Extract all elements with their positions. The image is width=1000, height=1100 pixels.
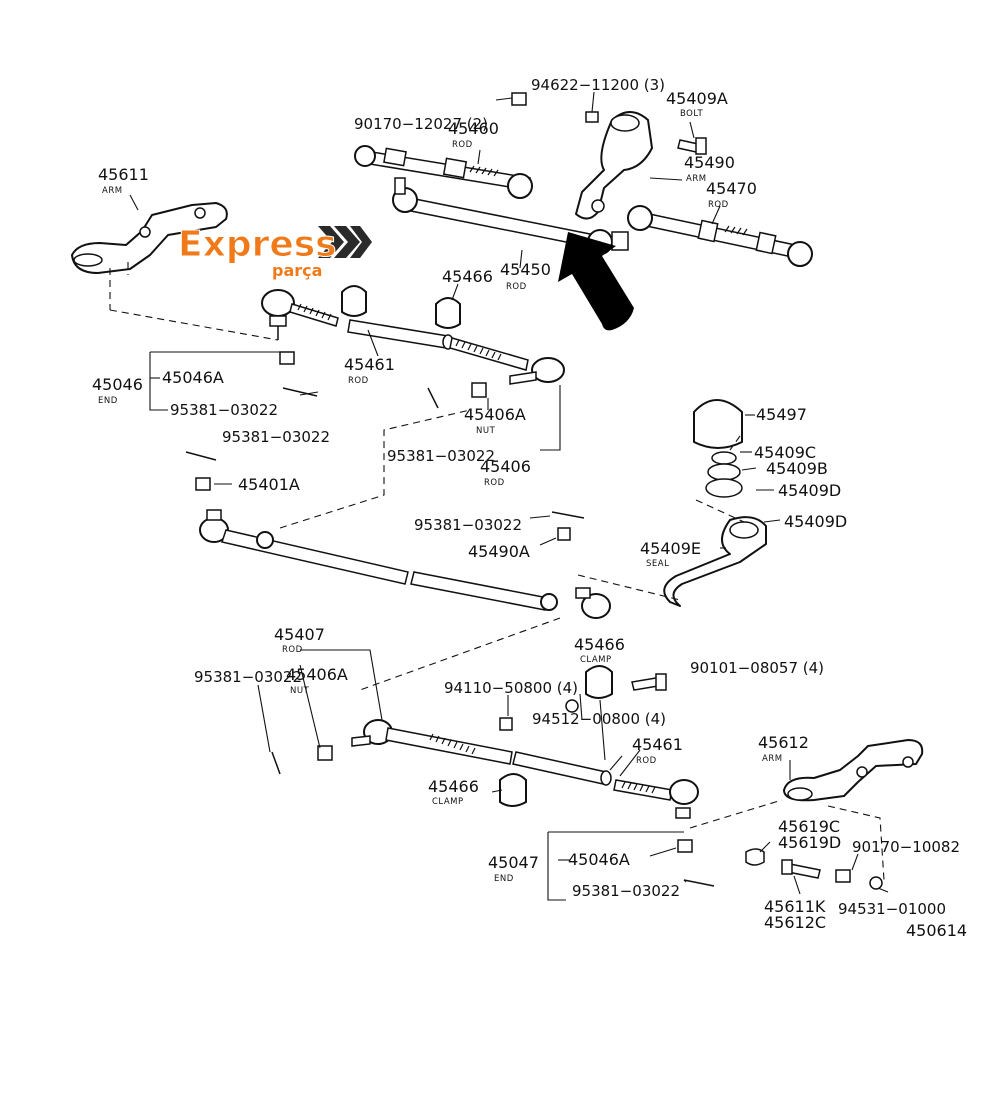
sublabel-45461-top: ROD [348,376,369,386]
knuckle-arm-45612 [745,739,924,890]
chevron-arrows-icon [318,226,372,258]
label-45409E: 45409E [640,539,701,558]
label-45409D-2: 45409D [784,512,847,531]
sublabel-45406: ROD [484,478,505,488]
sublabel-45406A-bot: NUT [290,686,310,696]
label-95381-f: 95381−03022 [572,882,680,900]
label-90170-10082: 90170−10082 [852,838,960,856]
express-parca-logo: Express parça [178,224,372,280]
label-94110-50800: 94110−50800 (4) [444,679,578,697]
sublabel-45612: ARM [762,754,783,764]
label-45409B: 45409B [766,459,828,478]
logo-text-sub: parça [272,261,322,280]
sublabel-45409E: SEAL [646,559,669,569]
sublabel-45409A: BOLT [680,109,703,119]
label-45611: 45611 [98,165,149,184]
label-94531-01000: 94531−01000 [838,900,946,918]
sublabel-45047: END [494,874,514,884]
sublabel-45406A-top: NUT [476,426,496,436]
tie-rod-end-45046 [261,289,339,397]
label-95381-e: 95381−03022 [194,668,302,686]
loose-parts-left [185,451,217,491]
label-95381-c: 95381−03022 [387,447,495,465]
label-45450: 45450 [500,260,551,279]
label-45490: 45490 [684,153,735,172]
label-45460: 45460 [448,119,499,138]
tie-rod-assembly-lower [271,665,715,887]
label-45046: 45046 [92,375,143,394]
label-95381-b: 95381−03022 [222,428,330,446]
label-45401A: 45401A [238,475,300,494]
sublabel-45490: ARM [686,174,707,184]
label-94622-11200: 94622−11200 (3) [531,76,665,94]
label-95381-a: 95381−03022 [170,401,278,419]
label-45490A: 45490A [468,542,530,561]
label-94512-00800: 94512−00800 (4) [532,710,666,728]
tie-rod-assembly-top [354,92,813,267]
label-450614: 450614 [906,921,967,940]
label-45612C: 45612C [764,913,826,932]
label-90101-08057: 90101−08057 (4) [690,659,824,677]
label-45612: 45612 [758,733,809,752]
sublabel-45046: END [98,396,118,406]
label-45466-bot: 45466 [428,777,479,796]
label-45461-top: 45461 [344,355,395,374]
rod-45461-upper [341,285,565,409]
idler-bushing-stack [663,399,767,607]
label-45047: 45047 [488,853,539,872]
leader-lines [109,91,889,901]
label-45407: 45407 [274,625,325,644]
label-45409A: 45409A [666,89,728,108]
label-95381-d: 95381−03022 [414,516,522,534]
label-45046A-top: 45046A [162,368,224,387]
sublabel-45611: ARM [102,186,123,196]
label-45046A-bot: 45046A [568,850,630,869]
label-45470: 45470 [706,179,757,198]
label-90170-12027: 90170−12027 (2) [354,115,488,133]
pointer-arrow-icon [558,232,634,331]
sublabel-45470: ROD [708,200,729,210]
label-45619D: 45619D [778,833,841,852]
relay-rod-center [199,509,611,619]
sublabel-45460: ROD [452,140,473,150]
label-45466-mid: 45466 [574,635,625,654]
label-45497: 45497 [756,405,807,424]
pitman-arm-45611 [71,202,228,274]
sublabel-45450: ROD [506,282,527,292]
label-45619C: 45619C [778,817,840,836]
label-45461-bot: 45461 [632,735,683,754]
label-45409D-1: 45409D [778,481,841,500]
part-labels: 90170−12027 (2) 94622−11200 (3) 45409A B… [92,76,967,940]
sublabel-45466-mid: CLAMP [580,655,612,665]
label-45466-top: 45466 [442,267,493,286]
label-45409C: 45409C [754,443,816,462]
label-45406A-top: 45406A [464,405,526,424]
sublabel-45461-bot: ROD [636,756,657,766]
sublabel-45407: ROD [282,645,303,655]
label-45406: 45406 [480,457,531,476]
label-45611K: 45611K [764,897,826,916]
sublabel-45466-bot: CLAMP [432,797,464,807]
logo-text-main: Express [178,224,337,265]
label-45406A-bot: 45406A [286,665,348,684]
